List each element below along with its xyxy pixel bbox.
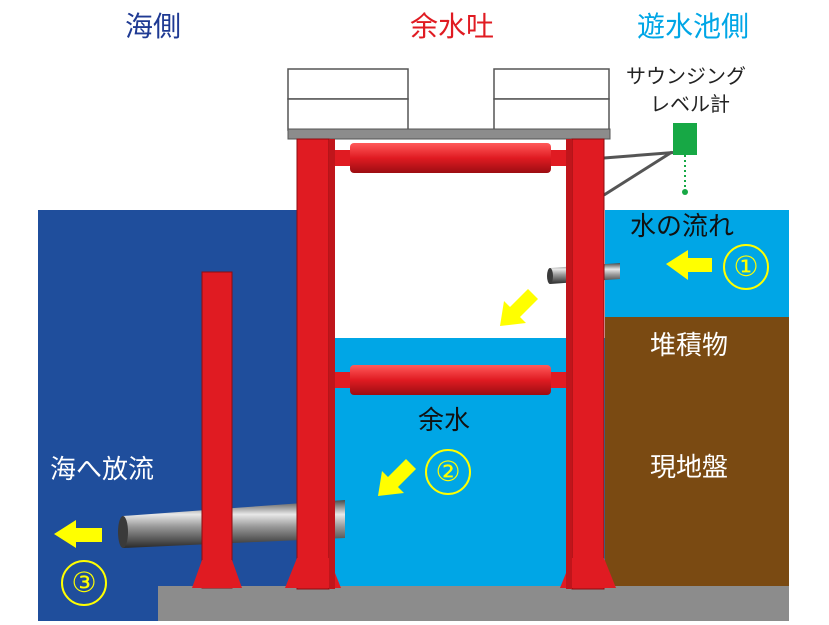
step-two-marker: ② (425, 449, 471, 495)
flow-arrow-inner (378, 459, 416, 496)
top-block-left (287, 68, 409, 100)
right-column-inner (566, 139, 572, 589)
discharge-pipe (118, 500, 345, 548)
excess-water-label: 余水 (418, 406, 471, 436)
right-column-base (560, 558, 616, 588)
sounding-label-line2: レベル計 (650, 92, 730, 116)
base-slab (158, 586, 789, 621)
ground-label: 現地盤 (650, 453, 729, 483)
sea-pile-base (192, 560, 242, 588)
sediment-label: 堆積物 (650, 331, 729, 361)
top-block-right (493, 68, 610, 100)
lower-beam (335, 365, 566, 395)
left-column (296, 138, 330, 590)
sounding-label-line1: サウンジング (626, 64, 746, 88)
left-column-inner (329, 139, 335, 589)
sea-water (38, 210, 300, 621)
sensor-weight (682, 189, 688, 195)
left-column-base (285, 558, 341, 588)
spillway-header: 余水吐 (410, 10, 495, 43)
sediment-ground (605, 317, 789, 621)
top-block-right-lower (493, 98, 610, 131)
pond-side-header: 遊水池側 (637, 10, 750, 43)
step-one-marker: ① (723, 244, 769, 290)
sea-pile (201, 271, 233, 589)
flow-arrow-sea (54, 520, 102, 548)
right-column (571, 138, 605, 590)
flow-arrow-drop (500, 289, 538, 326)
top-deck (287, 128, 611, 140)
sensor-brace (603, 150, 673, 197)
sea-side-header: 海側 (125, 10, 182, 43)
upper-beam (335, 143, 566, 173)
sounding-sensor (673, 123, 697, 155)
flow-arrow-pond (666, 250, 712, 280)
step-three-marker: ③ (61, 560, 107, 606)
discharge-label: 海へ放流 (50, 455, 155, 485)
top-block-left-lower (287, 98, 409, 131)
sensor-bracket (603, 150, 681, 160)
water-flow-label: 水の流れ (630, 212, 735, 242)
